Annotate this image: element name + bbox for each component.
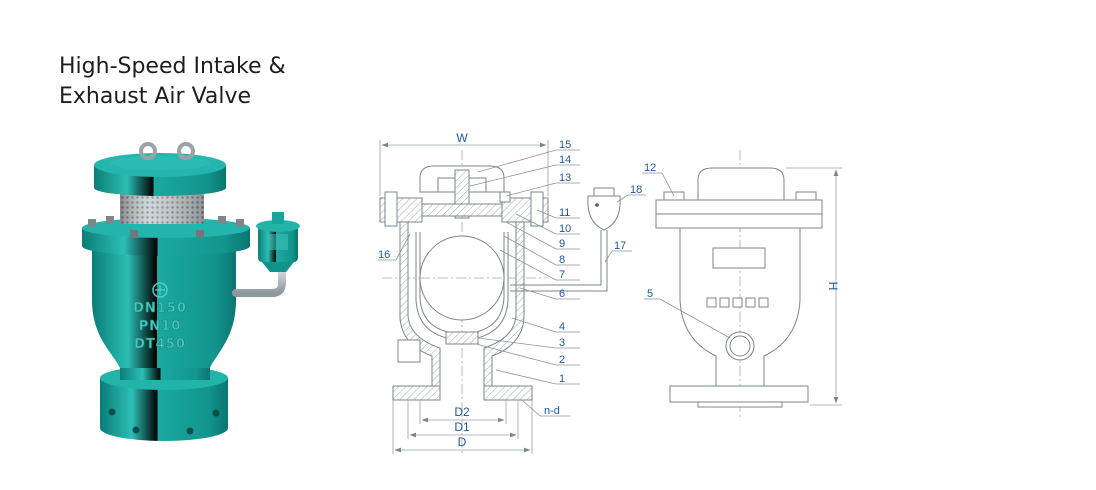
dim-label-d: D: [458, 435, 467, 449]
part-label-13: 13: [559, 172, 571, 184]
flange-bolt: [530, 191, 544, 227]
small-float-valve: [587, 195, 621, 231]
valve-photo: DN150 PN10 DT450: [82, 142, 300, 441]
exterior-bottom-flange: [669, 385, 809, 403]
part-label-8: 8: [559, 254, 565, 266]
bolt-icon: [218, 216, 226, 224]
logo-mark: [155, 285, 165, 295]
photo-body: [92, 248, 236, 368]
bolt-hole: [132, 426, 140, 434]
dim-label-d1: D1: [454, 420, 470, 434]
part-label-4: 4: [559, 321, 565, 333]
vent-plug: [499, 191, 511, 203]
bolt-icon: [236, 219, 244, 227]
photo-top-cap: [94, 153, 226, 196]
part-label-2: 2: [559, 354, 565, 366]
part-label-10: 10: [559, 223, 571, 235]
title-line-2: Exhaust Air Valve: [59, 84, 252, 109]
exterior-bolt: [795, 191, 817, 201]
bolt-holes-label: n-d: [544, 405, 560, 417]
dim-label-width: W: [456, 131, 468, 145]
part-label-12: 12: [644, 162, 656, 174]
small-valve-cap: [593, 187, 615, 197]
bottom-flange-right: [483, 385, 533, 401]
part-label-18: 18: [630, 184, 642, 196]
lifting-eye-icon: [139, 142, 157, 160]
exterior-body: [679, 228, 801, 386]
part-label-6: 6: [559, 288, 565, 300]
cover-plate: [421, 203, 503, 217]
bolt-icon: [130, 230, 138, 238]
exterior-nameplate: [712, 247, 766, 269]
body-marking-size: DN150: [133, 301, 187, 316]
body-marking-pressure: PN10: [139, 319, 182, 334]
bottom-flange-left: [392, 385, 441, 401]
bolt-icon: [106, 216, 114, 224]
section-drawing: W D2 D1: [378, 131, 646, 456]
body-marking-model: DT450: [134, 337, 186, 352]
title-line-1: High-Speed Intake &: [59, 54, 286, 79]
connecting-pipe: [510, 230, 608, 292]
part-label-7: 7: [559, 269, 565, 281]
dim-label-height: H: [826, 282, 840, 291]
side-boss: [397, 339, 421, 363]
part-label-11: 11: [559, 207, 570, 219]
lifting-eye-icon: [177, 142, 195, 160]
photo-connecting-pipe: [232, 262, 286, 297]
bolt-hole: [212, 409, 220, 417]
logo-icon: [152, 282, 168, 298]
dim-label-d2: D2: [454, 405, 470, 419]
exterior-vent-slots: [706, 297, 769, 308]
page-title: High-Speed Intake & Exhaust Air Valve: [59, 52, 286, 112]
part-label-1: 1: [559, 373, 565, 385]
valve-seat: [445, 331, 479, 345]
part-label-9: 9: [559, 238, 565, 250]
part-label-3: 3: [559, 337, 565, 349]
bolt-icon: [196, 230, 204, 238]
part-label-15: 15: [559, 139, 571, 151]
part-label-17: 17: [614, 240, 626, 252]
exterior-drawing: H 12 5: [642, 150, 842, 420]
bolt-icon: [88, 219, 96, 227]
bolt-hole: [108, 408, 116, 416]
bolt-hole: [186, 427, 194, 435]
exterior-base: [697, 401, 783, 408]
photo-small-float-valve: [256, 212, 300, 272]
exterior-top-cap: [697, 167, 785, 201]
flange-bolt: [384, 191, 398, 227]
part-label-16: 16: [378, 249, 390, 261]
part-label-5: 5: [647, 288, 653, 300]
part-label-14: 14: [559, 154, 571, 166]
